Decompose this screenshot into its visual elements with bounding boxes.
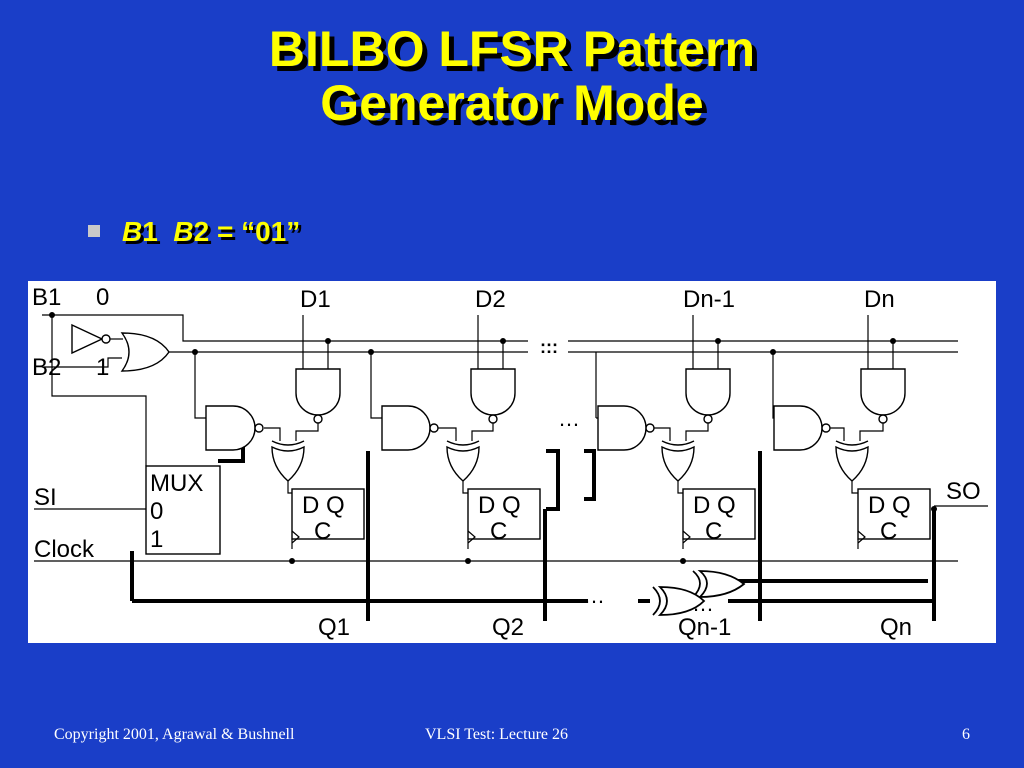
b2-italic: B [173,216,194,247]
slide-title: BILBO LFSR Pattern Generator Mode [0,22,1024,130]
ff2-dq: D Q [478,492,521,519]
top-nand-gates [295,368,906,424]
square-bullet-icon [88,224,100,237]
bullet-item: B1 B2 = “01” [88,216,300,248]
dn-1-label: Dn-1 [683,286,735,313]
ellipsis-feedback: … [692,591,714,616]
ellipsis-middle: … [558,406,580,431]
footer-copyright: Copyright 2001, Agrawal & Bushnell [54,726,295,743]
so-label: SO [946,478,981,505]
qn-1-label: Qn-1 [678,614,731,641]
ff1-c: C [314,518,331,545]
thin-wires [34,314,988,562]
b2-label: B2 [32,354,61,381]
ellipsis-bottom: … [583,583,605,608]
title-line-2: Generator Mode [320,75,704,131]
mux-box [145,465,221,555]
ffn1-dq: D Q [693,492,736,519]
ff-clock-triangles [291,530,866,544]
footer-course: VLSI Test: Lecture 26 [425,726,568,743]
feedback-xor-gates [652,570,746,616]
mux-label: MUX [150,470,203,497]
clock-label: Clock [34,536,95,563]
d2-label: D2 [475,286,506,313]
b1-italic: B [122,216,143,247]
b2-value: 1 [96,354,109,381]
circuit-svg: B1 0 B2 1 SI Clock MUX 0 1 D1 D2 Dn-1 Dn… [32,284,988,641]
q1-label: Q1 [318,614,350,641]
inverter-gate [71,323,111,355]
b1-label: B1 [32,284,61,311]
ff1-dq: D Q [302,492,345,519]
ffn1-c: C [705,518,722,545]
vertical-ellipsis: ::: [540,337,558,357]
b1-rest: 1 [142,216,158,247]
flip-flops [291,488,931,540]
xor-gates [271,440,869,482]
q2-label: Q2 [492,614,524,641]
qn-label: Qn [880,614,912,641]
ffn-c: C [880,518,897,545]
bilbo-circuit-diagram: B1 0 B2 1 SI Clock MUX 0 1 D1 D2 Dn-1 Dn… [28,281,996,643]
junction-dots [49,312,937,610]
ff2-c: C [490,518,507,545]
mux-input-0: 0 [150,498,163,525]
b2-rest: 2 = “01” [193,216,301,247]
or-gate [120,332,170,372]
d1-label: D1 [300,286,331,313]
lower-nand-gates [205,405,831,451]
dn-label: Dn [864,286,895,313]
footer-page-number: 6 [962,726,970,743]
si-label: SI [34,484,57,511]
b1-value: 0 [96,284,109,311]
ffn-dq: D Q [868,492,911,519]
mux-input-1: 1 [150,526,163,553]
title-line-1: BILBO LFSR Pattern [268,21,756,77]
